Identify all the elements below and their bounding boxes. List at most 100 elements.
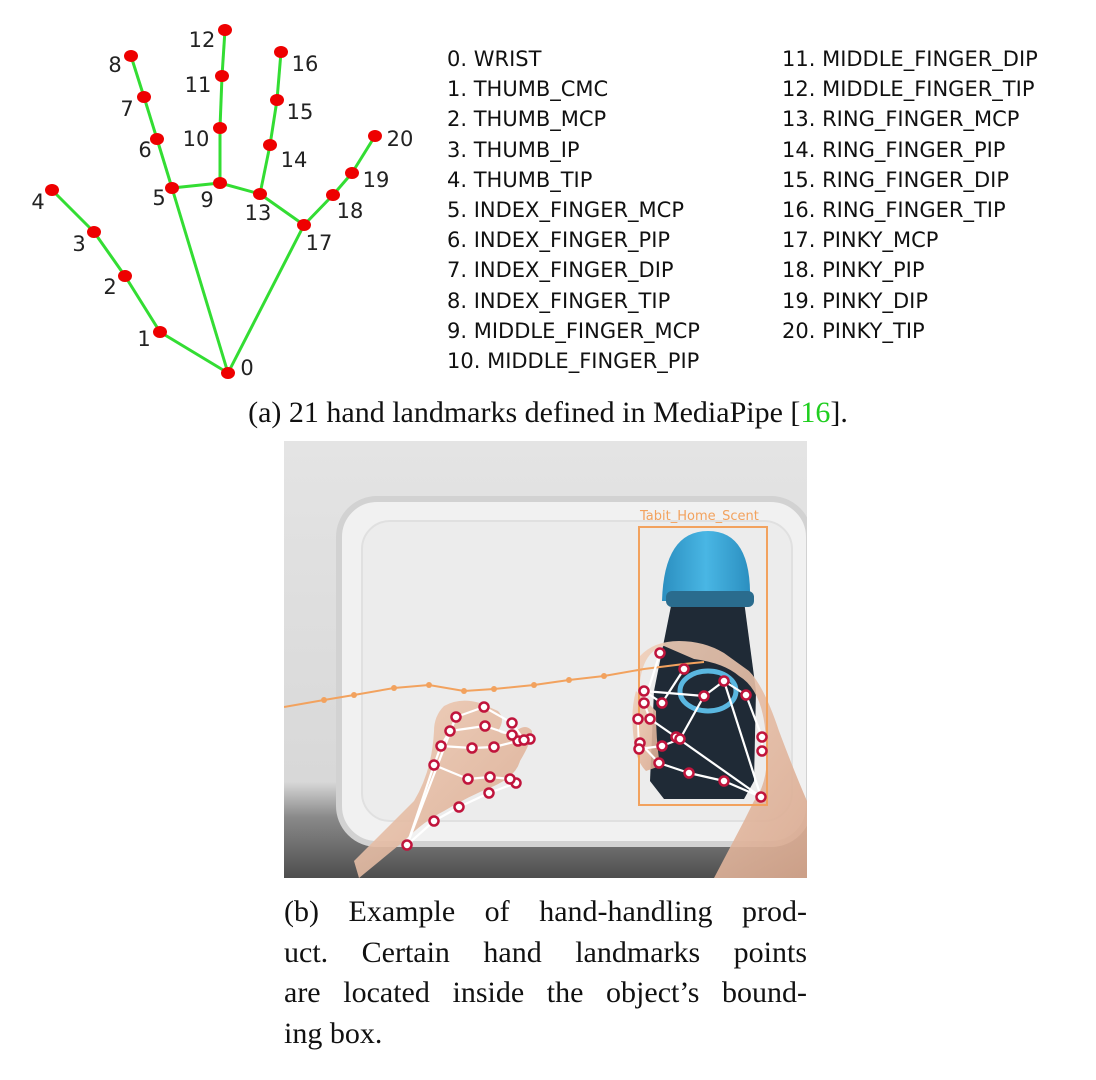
detected-landmark [698,690,710,702]
caption-a-text: (a) 21 hand landmarks defined in MediaPi… [248,396,801,429]
detected-landmark [740,689,752,701]
legend-entry: 17. PINKY_MCP [782,228,939,253]
landmark-point [253,188,267,200]
skeleton-edge [268,99,279,146]
detected-landmark [401,839,413,851]
landmark-number: 13 [245,201,272,225]
landmark-point [297,219,311,231]
legend-entry: 15. RING_FINGER_DIP [782,167,1009,192]
skeleton-edge [218,75,224,129]
trajectory-point [566,677,572,683]
legend-entry: 6. INDEX_FINGER_PIP [447,228,671,253]
detected-landmark [444,725,456,737]
legend-entry: 8. INDEX_FINGER_TIP [447,288,671,313]
landmark-number: 10 [183,127,210,151]
hand-handling-photo: Tabit_Home_Scent [284,441,807,878]
landmark-number: 14 [281,148,308,172]
detected-landmark [644,713,656,725]
landmark-number: 16 [292,52,319,76]
legend-entry: 20. PINKY_TIP [782,318,925,343]
skeleton-edge [259,192,305,227]
detected-edge [688,771,725,783]
detected-landmark [638,697,650,709]
legend-entry: 10. MIDDLE_FINGER_PIP [447,348,700,373]
detected-landmark [504,773,516,785]
landmark-number: 17 [306,231,333,255]
figure-a-caption: (a) 21 hand landmarks defined in MediaPi… [0,396,1096,430]
landmark-point [150,133,164,145]
legend-entry: 14. RING_FINGER_PIP [782,137,1006,162]
detected-landmark [656,697,668,709]
detected-edge [449,724,486,733]
landmark-point [153,326,167,338]
skeleton-edge [159,330,229,375]
skeleton-edge [129,55,146,98]
landmark-point [124,50,138,62]
skeleton-edge [219,181,261,196]
landmark-point [118,270,132,282]
detected-landmark [478,701,490,713]
legend-entry: 7. INDEX_FINGER_DIP [447,258,674,283]
legend-entry: 18. PINKY_PIP [782,258,925,283]
detected-landmark [756,745,768,757]
trajectory-point [531,682,537,688]
landmark-number: 19 [363,168,390,192]
landmark-number: 11 [185,73,212,97]
skeleton-edge [220,29,227,77]
detected-landmark [755,791,767,803]
landmark-point [345,167,359,179]
legend-entry: 12. MIDDLE_FINGER_TIP [782,77,1035,102]
skeleton-edge [226,224,306,374]
detected-edge [722,680,763,798]
detected-edge [679,695,705,740]
legend-entry: 0. WRIST [447,47,542,71]
detected-landmark [479,720,491,732]
caption-b-line-3: are located inside the object’s bound- [284,976,807,1009]
landmark-point [270,94,284,106]
landmark-number: 6 [138,138,151,162]
landmark-number: 2 [103,275,116,299]
detected-edge [744,694,764,738]
detected-landmark [506,729,518,741]
detected-landmark [632,713,644,725]
detected-landmark [683,767,695,779]
trajectory-point [426,682,432,688]
legend-entry: 3. THUMB_IP [447,137,580,162]
landmark-number: 15 [287,100,314,124]
detected-landmark [656,740,668,752]
citation-link[interactable]: 16 [800,396,831,429]
landmark-point [326,189,340,201]
landmark-point [263,139,277,151]
detected-edge [405,716,458,846]
landmark-number: 18 [337,199,364,223]
detected-landmark [453,801,465,813]
legend-entry: 5. INDEX_FINGER_MCP [447,197,684,222]
detected-landmark [488,741,500,753]
detected-edge [406,820,435,846]
detected-landmark [653,757,665,769]
landmark-point [218,24,232,36]
legend-entry: 11. MIDDLE_FINGER_DIP [782,47,1038,71]
detected-landmark [435,740,447,752]
skeleton-edge [170,187,230,374]
skeleton-edge [258,144,272,195]
landmark-point [215,70,229,82]
detected-landmark [483,787,495,799]
detected-landmark [718,675,730,687]
object-bounding-box [638,526,768,806]
detected-edge [723,779,762,799]
left-hand [354,700,532,878]
detected-edge [643,689,705,698]
caption-b-line-1: (b) Example of hand-handling prod- [284,895,807,928]
caption-b-line-2: uct. Certain hand landmarks points [284,935,807,969]
detected-landmark [450,711,462,723]
landmark-number: 4 [31,190,44,214]
caption-b-line-4: ing box. [284,1016,383,1050]
detected-landmark [506,717,518,729]
landmark-point [213,122,227,134]
detected-landmark [756,731,768,743]
landmark-number: 20 [387,127,414,151]
skeleton-edge [92,231,127,277]
